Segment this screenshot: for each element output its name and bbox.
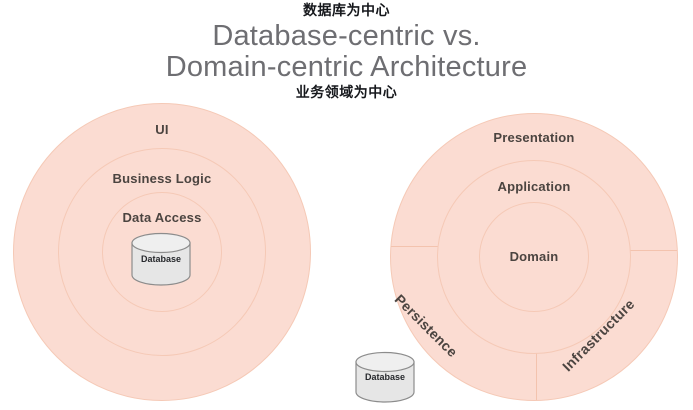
- database-cylinder-icon: [131, 232, 191, 286]
- left-diagram-database-centric: UI Business Logic Data Access Database: [13, 103, 311, 401]
- database-cylinder-icon: [355, 351, 415, 403]
- main-title: Database-centric vs. Domain-centric Arch…: [0, 21, 693, 83]
- main-title-line-2: Domain-centric Architecture: [165, 51, 528, 83]
- left-ring-label-data-access: Data Access: [122, 210, 202, 225]
- sector-divider-right: [629, 250, 677, 251]
- annotation-domain-centric: 业务领域为中心: [295, 85, 398, 101]
- main-title-line-1: Database-centric vs.: [212, 20, 481, 52]
- annotation-database-centric: 数据库为中心: [303, 3, 390, 19]
- right-ring-label-presentation: Presentation: [493, 130, 575, 145]
- page-title: 数据库为中心 Database-centric vs. Domain-centr…: [0, 0, 693, 102]
- right-ring-label-domain: Domain: [509, 249, 559, 264]
- external-database-cylinder[interactable]: Database: [354, 351, 416, 403]
- right-ring-domain[interactable]: Domain: [479, 202, 589, 312]
- left-ring-label-ui: UI: [155, 122, 169, 137]
- sector-divider-bottom: [536, 353, 537, 400]
- sector-divider-left: [391, 246, 439, 247]
- left-database-cylinder[interactable]: Database: [130, 232, 192, 286]
- right-diagram-domain-centric: Presentation Application Domain Persiste…: [390, 113, 678, 401]
